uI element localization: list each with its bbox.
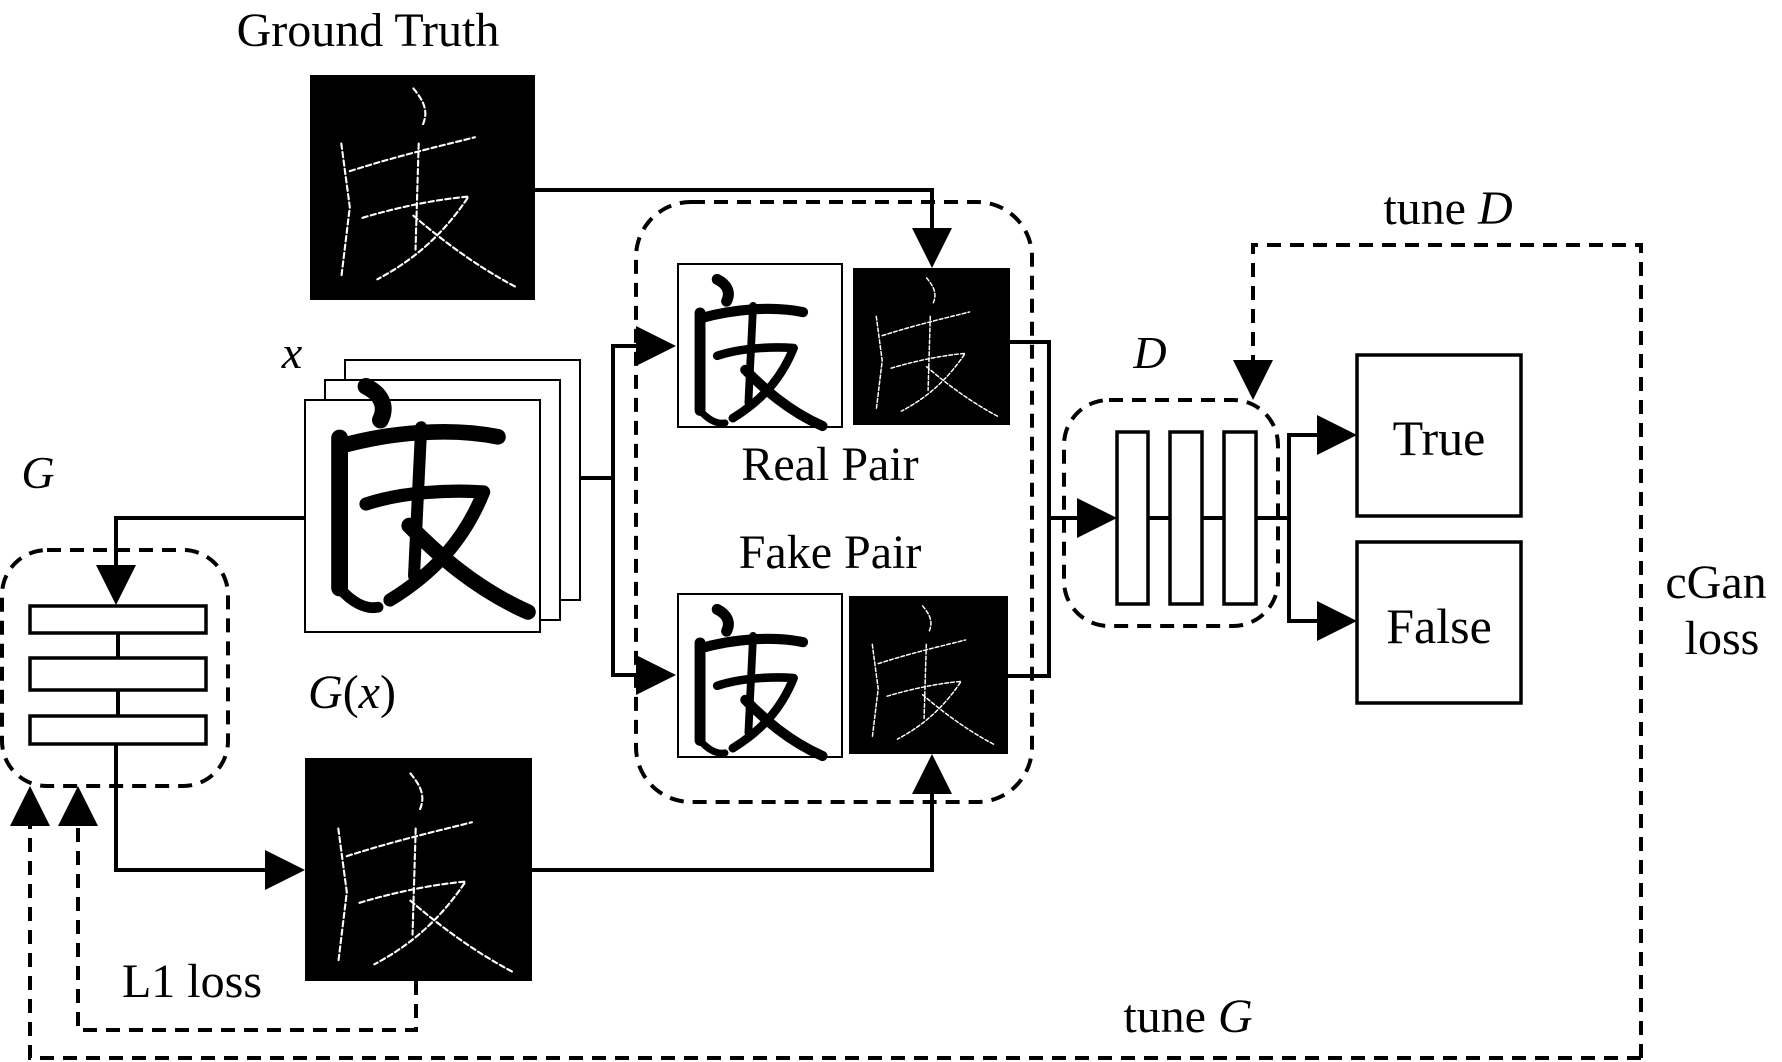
split-to-fake-pair-arrow bbox=[611, 478, 676, 695]
g-of-x-x: x bbox=[358, 666, 380, 719]
g-of-x-open: ( bbox=[343, 666, 359, 719]
g-of-x-label: G(x) bbox=[308, 666, 396, 719]
l1-loss-feedback-arrow bbox=[58, 786, 418, 1032]
cgan-loss-label: cGan loss bbox=[1665, 556, 1778, 665]
fake-pair-to-d-line bbox=[1008, 518, 1051, 678]
false-output-box: False bbox=[1355, 540, 1523, 705]
fake-pair-label: Fake Pair bbox=[739, 526, 922, 579]
fake-pair-generated-image bbox=[849, 596, 1008, 754]
tune-g-feedback-arrow bbox=[9, 786, 1641, 1060]
tune-g-prefix: tune bbox=[1123, 990, 1218, 1043]
real-pair-target-image bbox=[853, 268, 1010, 425]
ground-truth-label: Ground Truth bbox=[237, 4, 500, 57]
x-label: x bbox=[281, 327, 303, 378]
ground-truth-image bbox=[310, 75, 535, 300]
g-label: G bbox=[21, 447, 54, 498]
false-label: False bbox=[1386, 598, 1492, 654]
tune-d-label: tune D bbox=[1383, 182, 1512, 235]
gx-to-fake-pair-arrow bbox=[532, 754, 952, 872]
tune-g-label: tune G bbox=[1123, 990, 1252, 1043]
fake-pair-input-image bbox=[677, 593, 843, 757]
real-pair-label: Real Pair bbox=[741, 438, 918, 491]
cgan-loss-line2: loss bbox=[1685, 612, 1760, 665]
d-to-false-arrow bbox=[1287, 518, 1357, 641]
tune-d-symbol: D bbox=[1477, 182, 1513, 235]
tune-d-feedback-arrow bbox=[1233, 243, 1643, 1058]
g-of-x-g: G bbox=[308, 666, 343, 719]
g-of-x-close: ) bbox=[380, 666, 396, 719]
pairs-container bbox=[634, 200, 1034, 804]
discriminator-block bbox=[1062, 398, 1280, 628]
true-output-box: True bbox=[1355, 353, 1523, 518]
real-pair-input-image bbox=[677, 263, 843, 427]
real-pair-to-d-line bbox=[1010, 340, 1051, 518]
generator-to-gx-arrow bbox=[114, 744, 305, 890]
split-to-real-pair-arrow bbox=[611, 326, 676, 478]
tune-g-symbol: G bbox=[1218, 990, 1253, 1043]
true-label: True bbox=[1393, 410, 1486, 466]
ground-truth-to-real-pair-arrow bbox=[535, 188, 952, 268]
tune-d-prefix: tune bbox=[1383, 182, 1478, 235]
d-label: D bbox=[1132, 327, 1166, 378]
d-to-true-arrow bbox=[1287, 415, 1357, 518]
cgan-loss-line1: cGan bbox=[1665, 556, 1766, 609]
x-to-generator-arrow bbox=[96, 516, 305, 605]
x-input-stack bbox=[304, 359, 581, 633]
generated-image bbox=[305, 758, 532, 981]
l1-loss-label: L1 loss bbox=[122, 955, 262, 1008]
